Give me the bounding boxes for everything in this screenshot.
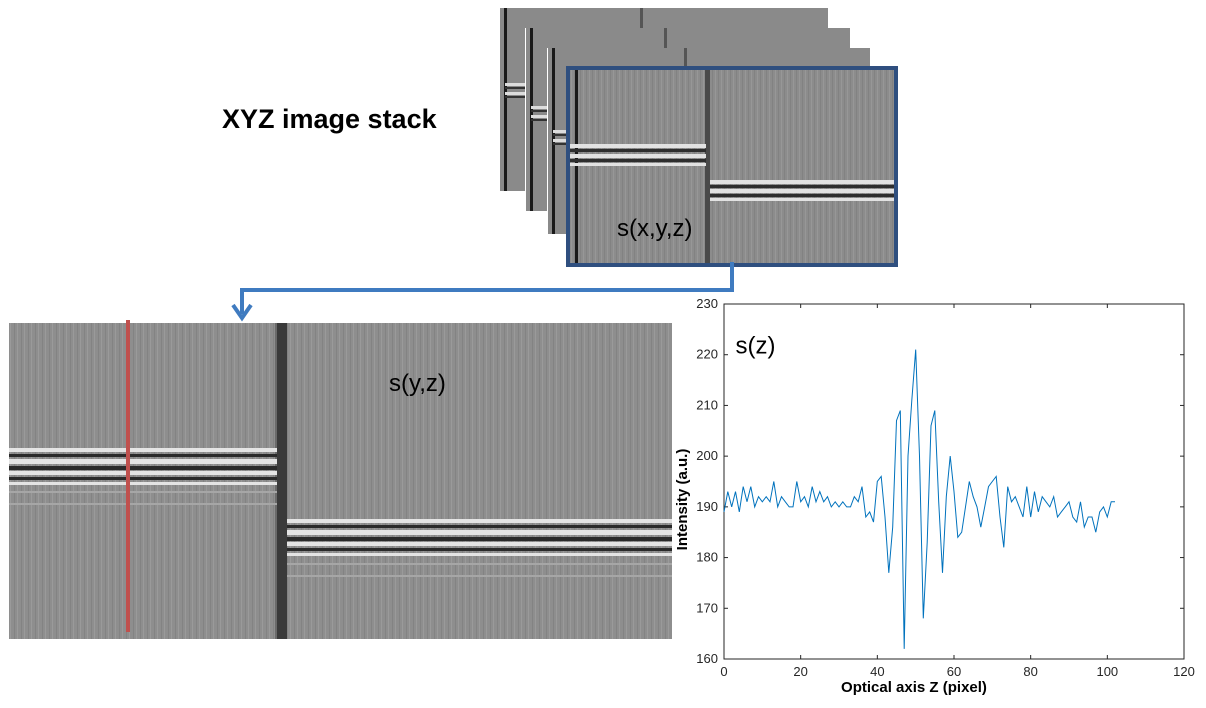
- x-tick-label: 40: [870, 664, 884, 679]
- x-tick-label: 100: [1096, 664, 1118, 679]
- yz-slice-image: s(y,z): [9, 320, 672, 639]
- intensity-chart: 0 20 40 60 80 100 120 160 170 180 190 200 210 220 230O…: [674, 296, 1195, 696]
- marker-line: [126, 320, 130, 632]
- x-tick-label: 0: [720, 664, 727, 679]
- stack-front-frame: s(x,y,z): [566, 66, 898, 267]
- x-tick-label: 120: [1173, 664, 1195, 679]
- yz-slice-label: s(y,z): [389, 370, 446, 397]
- plot-area: [723, 303, 1185, 660]
- front-frame-texture: [570, 70, 894, 263]
- y-tick-label: 200: [696, 448, 718, 463]
- y-tick-label: 230: [696, 296, 718, 311]
- series-line: [723, 349, 1115, 649]
- x-tick-label: 20: [793, 664, 807, 679]
- x-tick-label: 80: [1023, 664, 1037, 679]
- chart-annotation: s(z): [736, 333, 776, 360]
- y-tick-label: 180: [696, 550, 718, 565]
- stack-front-label: s(x,y,z): [617, 215, 693, 242]
- x-axis-label: Optical axis Z (pixel): [841, 679, 987, 696]
- y-tick-label: 210: [696, 397, 718, 412]
- y-tick-label: 220: [696, 347, 718, 362]
- y-tick-label: 160: [696, 651, 718, 666]
- y-axis-label: Intensity (a.u.): [674, 449, 691, 551]
- x-tick-label: 60: [947, 664, 961, 679]
- yz-slice-texture: [9, 323, 672, 639]
- y-tick-label: 170: [696, 600, 718, 615]
- y-tick-label: 190: [696, 499, 718, 514]
- stack-title: XYZ image stack: [222, 104, 437, 134]
